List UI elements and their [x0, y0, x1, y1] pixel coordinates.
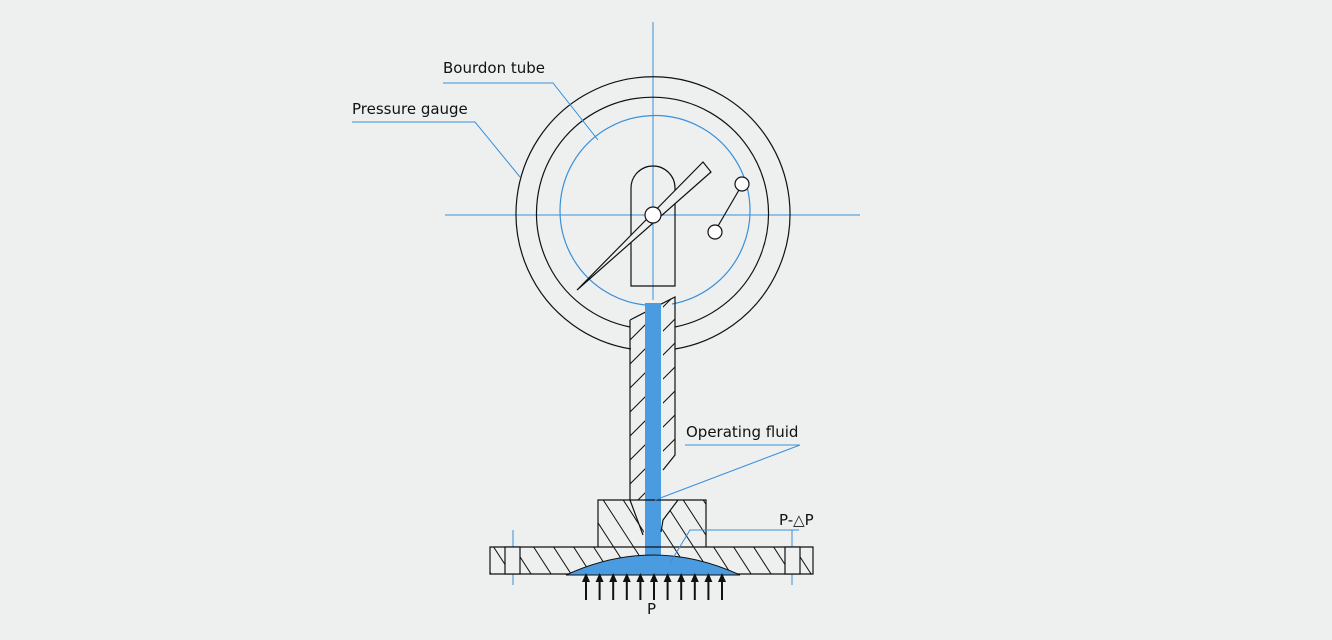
hatch-line — [860, 495, 915, 580]
hatch-line — [840, 495, 895, 580]
bourdon-tube — [559, 114, 751, 306]
label-bourdon-tube: Bourdon tube — [443, 59, 545, 77]
pressure-arrow — [663, 573, 672, 600]
flange-outline — [489, 499, 814, 575]
pointer-pivot — [644, 206, 662, 224]
leader-operating-fluid — [654, 444, 801, 501]
pressure-arrows — [582, 573, 726, 600]
fluid-channel — [645, 303, 661, 538]
label-pressure-gauge: Pressure gauge — [352, 100, 468, 118]
pressure-arrow — [636, 573, 645, 600]
leader-pressure-gauge — [352, 121, 521, 178]
linkage-joint-lower — [707, 224, 723, 240]
seal-bore-outline — [629, 499, 679, 536]
pressure-arrow — [704, 573, 713, 600]
pressure-arrow — [622, 573, 631, 600]
hatch-line — [820, 495, 875, 580]
pointer-support — [630, 165, 676, 287]
linkage-joint-upper — [734, 176, 750, 192]
leader-bourdon-tube — [443, 82, 599, 141]
pressure-arrow — [677, 573, 686, 600]
seal-bore-fluid — [645, 500, 661, 560]
hatch-line — [799, 500, 813, 574]
gauge-inner-ring — [535, 96, 770, 328]
gauge-outer-case — [515, 76, 791, 350]
label-operating-fluid: Operating fluid — [686, 423, 798, 441]
label-pressure-drop: P-△P — [779, 511, 814, 529]
pressure-arrow — [690, 573, 699, 600]
pressure-arrow — [650, 573, 658, 600]
right-bolt-hole — [784, 546, 801, 575]
leader-lines — [352, 82, 801, 564]
linkage-arm — [717, 189, 740, 227]
hatch-line — [719, 500, 776, 574]
label-pressure: P — [647, 600, 656, 618]
pressure-gauge — [515, 76, 791, 350]
left-bolt-hole — [504, 546, 521, 575]
hatch-line — [490, 500, 496, 574]
pressure-arrow — [718, 573, 726, 600]
hatch-line — [519, 500, 576, 574]
pressure-arrow — [609, 573, 618, 600]
pressure-arrow — [582, 573, 590, 600]
diaphragm-fluid-chamber — [565, 554, 741, 576]
leader-pressure-drop — [669, 529, 799, 564]
gauge-pointer — [576, 161, 712, 291]
diaphragm-seal — [489, 495, 915, 580]
gauge-stem — [629, 296, 676, 538]
pressure-arrow — [595, 573, 604, 600]
